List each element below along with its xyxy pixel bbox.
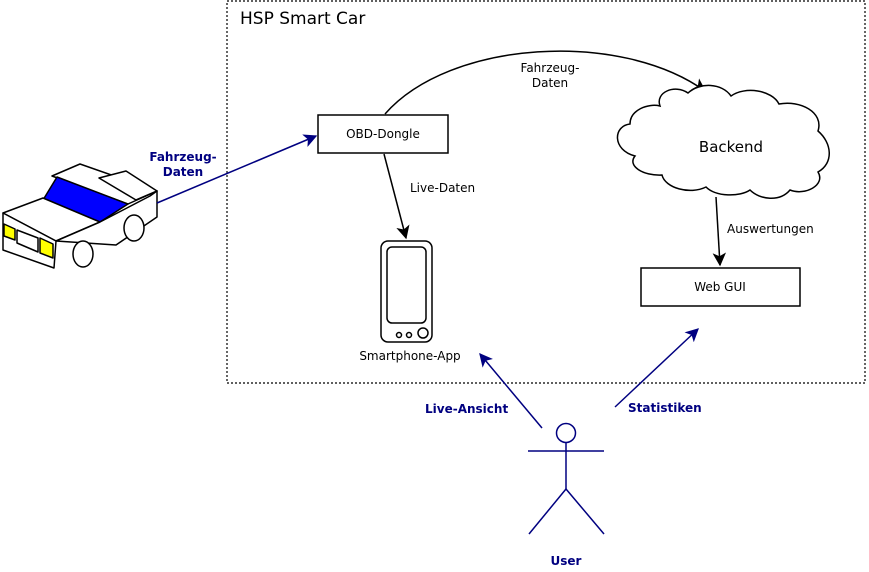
edge-car-to-dongle-label-2: Daten [163, 165, 203, 179]
web-gui-box [640, 267, 801, 307]
web-gui-label: Web GUI [694, 280, 746, 294]
edge-dongle-to-phone [383, 153, 410, 240]
smartphone-app-label: Smartphone-App [359, 349, 460, 363]
edge-backend-to-gui [712, 196, 727, 267]
obd-dongle-box [317, 114, 449, 154]
smart-car-container [226, 0, 866, 384]
edge-user-to-phone-label: Live-Ansicht [425, 402, 508, 416]
backend-cloud [616, 84, 830, 199]
edge-dongle-to-backend [384, 50, 707, 115]
container-title: HSP Smart Car [240, 9, 365, 29]
car-icon [2, 163, 158, 269]
edge-dongle-to-phone-label: Live-Daten [410, 181, 475, 195]
smartphone-icon [380, 240, 433, 343]
edge-user-to-gui-label: Statistiken [628, 401, 702, 415]
user-label: User [551, 554, 582, 568]
edge-car-to-dongle [156, 134, 318, 204]
edge-user-to-gui [614, 328, 699, 408]
edge-user-to-phone [479, 352, 543, 429]
backend-label: Backend [699, 138, 763, 156]
edge-backend-to-gui-label: Auswertungen [727, 222, 814, 236]
edge-dongle-to-backend-label-1: Fahrzeug- [521, 61, 580, 75]
edge-dongle-to-backend-label-2: Daten [532, 76, 568, 90]
stick-figure-icon [528, 422, 605, 535]
obd-dongle-label: OBD-Dongle [346, 127, 420, 141]
edge-car-to-dongle-label-1: Fahrzeug- [149, 150, 216, 164]
